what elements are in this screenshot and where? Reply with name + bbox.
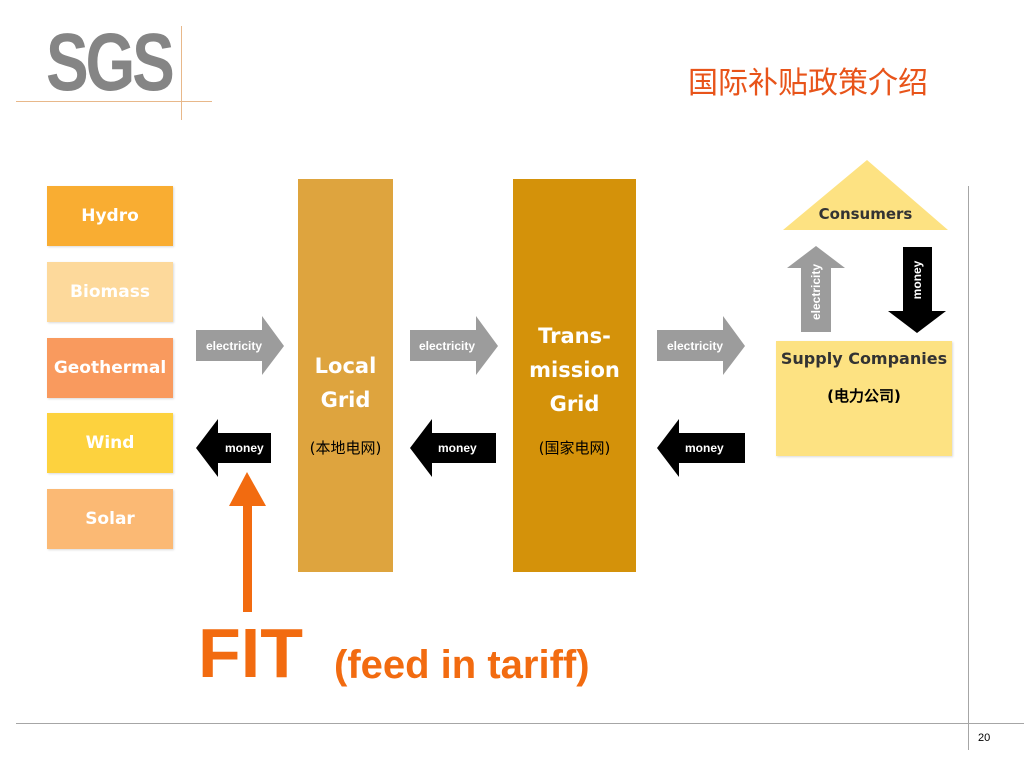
transmission-grid-title-1: Trans- — [538, 324, 611, 348]
local-grid-box: Local Grid (本地电网) — [298, 179, 393, 572]
transmission-grid-title-2: mission — [529, 358, 620, 382]
electricity-up-arrow — [787, 246, 845, 332]
page-title: 国际补贴政策介绍 — [688, 66, 928, 101]
electricity-label-3: electricity — [667, 339, 724, 353]
electricity-label-1: electricity — [206, 339, 263, 353]
right-divider — [968, 186, 969, 750]
local-grid-title-1: Local — [314, 354, 377, 378]
transmission-grid-title-3: Grid — [549, 392, 600, 416]
page-number: 20 — [978, 732, 991, 744]
money-arrow-3 — [657, 419, 745, 477]
money-arrow-1 — [196, 419, 271, 477]
logo-horizontal-rule — [16, 101, 212, 102]
money-label-1: money — [225, 441, 264, 455]
logo-vertical-rule — [181, 26, 182, 120]
local-grid-title-2: Grid — [320, 388, 371, 412]
electricity-arrow-1 — [196, 316, 284, 375]
fit-subheading: (feed in tariff) — [334, 643, 590, 687]
source-solar: Solar — [47, 489, 173, 549]
source-geothermal: Geothermal — [47, 338, 173, 398]
sgs-logo: SGS — [46, 17, 175, 108]
electricity-arrow-3 — [657, 316, 745, 375]
local-grid-subtitle: (本地电网) — [309, 439, 382, 457]
source-hydro: Hydro — [47, 186, 173, 246]
transmission-grid-subtitle: (国家电网) — [538, 439, 611, 457]
consumers-label: Consumers — [818, 205, 913, 223]
electricity-arrow-2 — [410, 316, 498, 375]
money-down-label: money — [910, 260, 924, 300]
fit-heading: FIT — [198, 614, 303, 692]
supply-companies-box: Supply Companies (电力公司) — [776, 341, 952, 456]
electricity-label-2: electricity — [419, 339, 476, 353]
consumers-triangle — [783, 160, 948, 230]
money-arrow-2 — [410, 419, 496, 477]
electricity-up-label: electricity — [809, 263, 823, 321]
source-wind: Wind — [47, 413, 173, 473]
money-down-arrow — [888, 247, 946, 333]
source-biomass: Biomass — [47, 262, 173, 322]
fit-up-arrow — [229, 472, 266, 612]
money-label-3: money — [685, 441, 724, 455]
supply-companies-subtitle: (电力公司) — [827, 387, 901, 405]
footer-divider — [16, 723, 1024, 724]
money-label-2: money — [438, 441, 477, 455]
supply-companies-title: Supply Companies — [780, 349, 948, 368]
transmission-grid-box: Trans- mission Grid (国家电网) — [513, 179, 636, 572]
